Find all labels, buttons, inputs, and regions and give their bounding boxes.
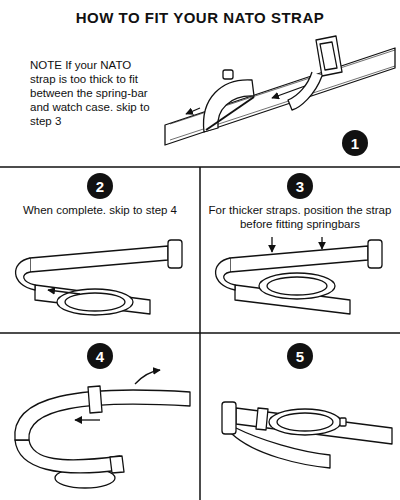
strap [230, 246, 368, 272]
watch-case [204, 80, 254, 132]
step-circle: 1 [342, 130, 368, 156]
arrow [75, 419, 100, 420]
strap [35, 285, 150, 314]
instruction-note: When complete. skip to step 4 [5, 203, 195, 217]
panel-dividers [0, 167, 400, 500]
buckle [222, 402, 236, 434]
watch-crown [223, 70, 233, 79]
buckle [368, 240, 382, 268]
strap [30, 246, 168, 272]
arrow [48, 290, 80, 294]
keeper [256, 408, 268, 430]
strap-stitch [170, 66, 395, 140]
watch-case [259, 273, 335, 299]
arrow [186, 108, 200, 114]
watch-crown [340, 418, 346, 426]
keeper [110, 456, 124, 473]
panel-4-art [15, 370, 190, 488]
strap-curl [16, 258, 35, 290]
step-circle: 2 [87, 173, 113, 199]
watch-bezel [65, 293, 125, 311]
buckle-inner [320, 42, 337, 70]
watch-case [269, 409, 341, 435]
buckle [168, 240, 182, 268]
keeper [88, 386, 102, 413]
spring-bar [206, 97, 254, 130]
step-circle: 3 [287, 173, 313, 199]
instruction-note: NOTE If your NATO strap is too thick to … [30, 58, 158, 128]
instruction-note: For thicker straps. position the strap b… [205, 203, 395, 231]
step-number: 1 [351, 135, 359, 152]
strap [15, 440, 120, 473]
panel-2-art [16, 240, 182, 315]
strap [236, 408, 392, 444]
arrow [321, 237, 322, 249]
panel-5-art [222, 402, 392, 468]
buckle [316, 36, 342, 76]
watch-bezel [267, 277, 327, 295]
watch-bezel [277, 413, 333, 431]
step-number: 4 [96, 348, 104, 365]
divider [199, 167, 201, 500]
step-number: 5 [296, 348, 304, 365]
arrow [135, 370, 160, 384]
title: HOW TO FIT YOUR NATO STRAP [76, 9, 325, 26]
step-circle: 4 [87, 343, 113, 369]
strap-stitch [170, 50, 395, 124]
strap [15, 390, 190, 440]
arrow [272, 86, 305, 98]
step-number: 2 [96, 178, 104, 195]
arrow [271, 237, 272, 252]
panel-3-art [216, 237, 382, 314]
step-number: 3 [296, 178, 304, 195]
strap-curl [216, 258, 235, 290]
step-circle: 5 [287, 343, 313, 369]
panel-1-art [165, 36, 395, 145]
